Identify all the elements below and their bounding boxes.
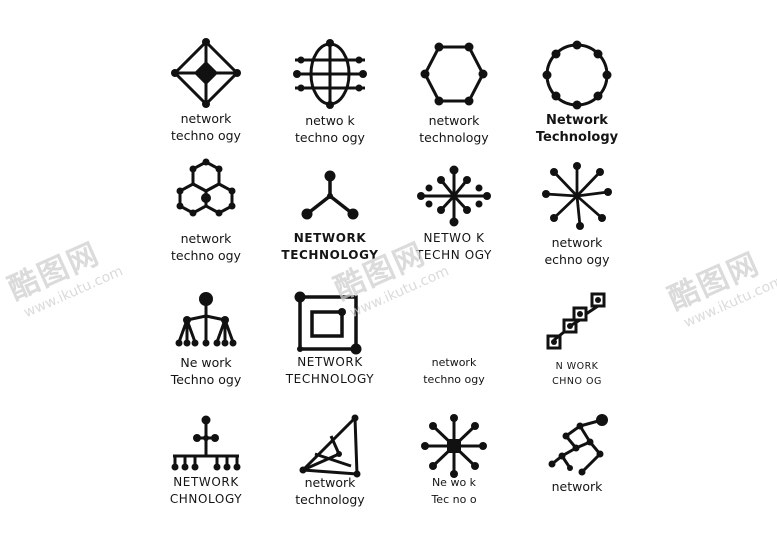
caption-line-2: Technology (535, 130, 619, 145)
icon-cell-diagonal-chain: N WORK CHNO OG (512, 290, 642, 410)
caption-line-2: echno ogy (544, 252, 610, 267)
constellation-icon (548, 414, 608, 476)
caption-line-2: Techno ogy (170, 372, 242, 387)
icon-cell-starburst: network echno ogy (512, 158, 642, 278)
bus-tree-icon (171, 415, 241, 471)
icon-cell-triple-hexagon: network techno ogy (141, 158, 271, 278)
caption-line-1: NETWORK (173, 475, 239, 489)
icon-cell-empty-slot: network techno ogy (389, 290, 519, 410)
caption-line-1: network (180, 231, 232, 246)
icon-cell-circle-ring: Network Technology (512, 38, 642, 158)
caption-line-2: technology (419, 130, 489, 145)
caption-line-1: network (431, 356, 477, 369)
caption-line-1: NETWO K (423, 231, 485, 245)
caption-line-1: netwo k (305, 113, 355, 128)
caption-line-2: techno ogy (171, 248, 241, 263)
hierarchy-tree-icon (175, 292, 237, 347)
icon-cell-diamond-octahedron: network techno ogy (141, 38, 271, 158)
caption-line-1: N WORK (555, 361, 599, 372)
icon-cell-diamond-cross: Ne wo k Tec no o (389, 414, 519, 534)
icon-cell-tri-star: NETWORK TECHNOLOGY (265, 158, 395, 278)
icon-cell-hierarchy-tree: Ne work Techno ogy (141, 290, 271, 410)
caption-line-2: TECHN OGY (416, 248, 492, 262)
triangle-net-icon (299, 414, 361, 478)
icon-cell-triangle-net: network technology (265, 414, 395, 534)
caption-line-1: Ne wo k (431, 476, 477, 489)
caption-line-1: network (304, 475, 356, 490)
circle-ring-icon (542, 40, 612, 110)
tri-star-icon (301, 170, 359, 220)
diamond-cross-icon (421, 414, 487, 478)
caption-line-2: TECHNOLOGY (285, 372, 375, 386)
diamond-octahedron-icon (171, 38, 241, 108)
hexagon-ring-icon (420, 42, 488, 106)
caption-line-2: techno ogy (171, 128, 241, 143)
caption-line-2: Tec no o (431, 493, 477, 506)
caption-line-1: network (428, 113, 480, 128)
caption-line-1: NETWORK (293, 231, 367, 245)
globe-meridians-icon (293, 39, 367, 109)
icon-cell-hexagon-ring: network technology (389, 38, 519, 158)
icon-cell-bus-tree: NETWORK CHNOLOGY (141, 414, 271, 534)
caption-line-2: technology (295, 492, 365, 507)
caption-line-2: techno ogy (423, 373, 485, 386)
triple-hexagon-icon (176, 158, 236, 217)
caption-line-1: NETWORK (297, 355, 363, 369)
caption-line-1: network (551, 235, 603, 250)
icon-cell-branch-cross: NETWO K TECHN OGY (389, 158, 519, 278)
nested-squares-icon (294, 291, 362, 355)
caption-line-2: CHNOLOGY (169, 492, 243, 506)
caption-line-1: network (551, 479, 603, 494)
icon-cell-constellation: network (512, 414, 642, 534)
branch-cross-icon (417, 165, 491, 227)
caption-line-1: Ne work (180, 355, 232, 370)
caption-line-1: Network (546, 113, 608, 128)
icon-cell-nested-squares: NETWORK TECHNOLOGY (265, 290, 395, 410)
diagonal-chain-icon (546, 292, 606, 350)
starburst-icon (542, 162, 612, 230)
caption-line-2: CHNO OG (552, 376, 602, 387)
icon-cell-globe-meridians: netwo k techno ogy (265, 38, 395, 158)
caption-line-2: techno ogy (295, 130, 365, 145)
caption-line-2: TECHNOLOGY (281, 248, 379, 262)
caption-line-1: network (180, 111, 232, 126)
